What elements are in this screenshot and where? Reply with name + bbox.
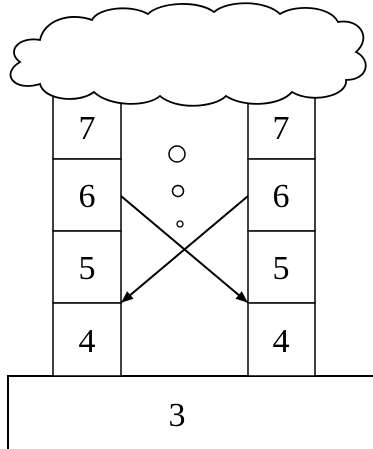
left-column: 7 6 5 4 [53, 87, 121, 376]
right-block-6-label: 6 [273, 178, 290, 215]
thought-circle-medium [173, 186, 184, 197]
thought-bubble-trail [169, 146, 185, 227]
right-block-5-label: 5 [273, 250, 290, 287]
thought-circle-large [169, 146, 185, 162]
right-column: 7 6 5 4 [248, 87, 315, 376]
left-block-7-label: 7 [79, 110, 96, 147]
left-block-4-label: 4 [79, 323, 96, 360]
thought-circle-small [177, 221, 183, 227]
base-platform: 3 [8, 376, 373, 449]
left-block-6-label: 6 [79, 178, 96, 215]
thought-cloud [11, 3, 366, 106]
right-block-7-label: 7 [273, 110, 290, 147]
base-label: 3 [169, 397, 186, 434]
crossing-arrows [121, 196, 248, 302]
right-block-4-label: 4 [273, 323, 290, 360]
left-block-5-label: 5 [79, 250, 96, 287]
